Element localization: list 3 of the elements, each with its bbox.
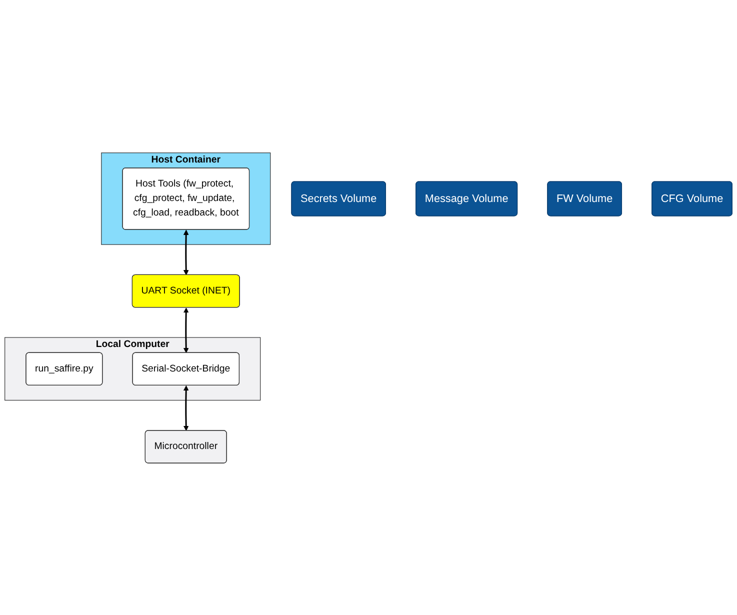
arrow [183,307,189,353]
arrow [183,385,189,431]
arrow [183,229,189,275]
